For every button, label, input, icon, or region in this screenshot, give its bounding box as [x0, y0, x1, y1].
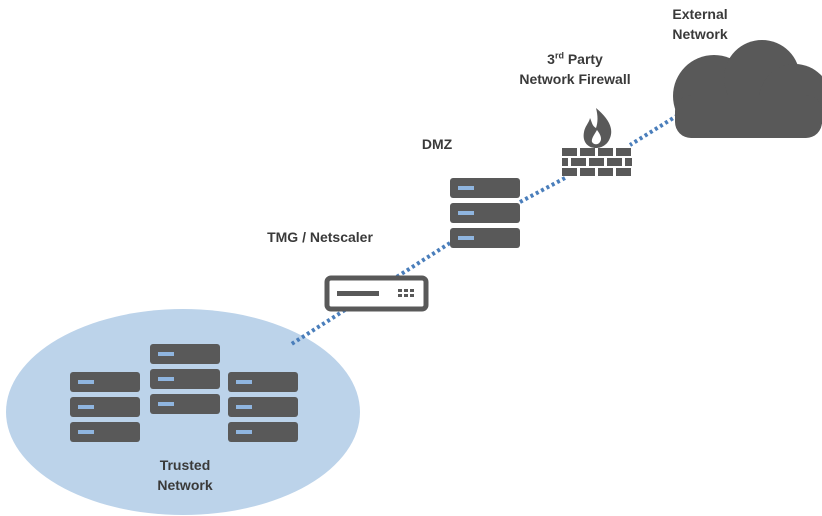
server-indicator	[236, 380, 252, 384]
cloud-icon	[673, 40, 822, 138]
link-tmg-to-trusted	[288, 308, 347, 347]
server-unit	[228, 372, 298, 392]
server-indicator	[236, 430, 252, 434]
firewall-brick	[580, 148, 595, 156]
server-unit	[150, 369, 220, 389]
external-network-label: External Network	[672, 6, 728, 42]
dmz-label: DMZ	[421, 136, 453, 152]
server-unit	[450, 228, 520, 248]
server-unit	[228, 397, 298, 417]
appliance-port	[404, 294, 408, 297]
server-indicator	[158, 377, 174, 381]
server-unit	[150, 394, 220, 414]
appliance-port	[410, 289, 414, 292]
firewall-brick	[562, 158, 568, 166]
appliance-slot	[337, 291, 379, 296]
appliance-port	[404, 289, 408, 292]
firewall-brick	[598, 168, 613, 176]
dmz-server-stack	[450, 178, 520, 248]
trusted-server-stacks	[70, 344, 298, 442]
tmg-netscaler-label: TMG / Netscaler	[267, 229, 373, 245]
firewall-brick	[607, 158, 622, 166]
appliance-port	[410, 294, 414, 297]
server-unit	[450, 178, 520, 198]
firewall-brick	[616, 148, 631, 156]
link-firewall-to-dmz	[519, 176, 566, 204]
trusted-server-stack-right	[228, 372, 298, 442]
tmg-netscaler-appliance-icon	[324, 275, 429, 312]
firewall-brick	[562, 148, 577, 156]
trusted-server-stack-middle	[150, 344, 220, 414]
firewall-icon	[562, 108, 632, 176]
link-cloud-to-firewall	[628, 110, 685, 147]
appliance-ports-icon	[398, 289, 414, 297]
server-unit	[150, 344, 220, 364]
server-unit	[228, 422, 298, 442]
firewall-brick	[598, 148, 613, 156]
firewall-label: 3rd Party Network Firewall	[519, 50, 631, 87]
server-indicator	[78, 430, 94, 434]
server-unit	[70, 372, 140, 392]
trusted-server-stack-left	[70, 372, 140, 442]
server-indicator	[458, 211, 474, 215]
link-dmz-to-tmg	[393, 241, 452, 280]
server-unit	[70, 422, 140, 442]
server-indicator	[158, 352, 174, 356]
server-indicator	[78, 405, 94, 409]
firewall-brick	[589, 158, 604, 166]
server-indicator	[458, 186, 474, 190]
appliance-port	[398, 289, 402, 292]
firewall-brick	[625, 158, 632, 166]
firewall-brick	[562, 168, 577, 176]
server-indicator	[236, 405, 252, 409]
server-indicator	[78, 380, 94, 384]
dmz-server-stack-icon	[450, 178, 520, 248]
server-indicator	[458, 236, 474, 240]
connection-links	[288, 110, 685, 347]
trusted-network-label: Trusted Network	[157, 457, 213, 493]
firewall-brick	[580, 168, 595, 176]
server-unit	[450, 203, 520, 223]
appliance-port	[398, 294, 402, 297]
firewall-brick	[616, 168, 631, 176]
firewall-brick	[571, 158, 586, 166]
server-indicator	[158, 402, 174, 406]
server-unit	[70, 397, 140, 417]
